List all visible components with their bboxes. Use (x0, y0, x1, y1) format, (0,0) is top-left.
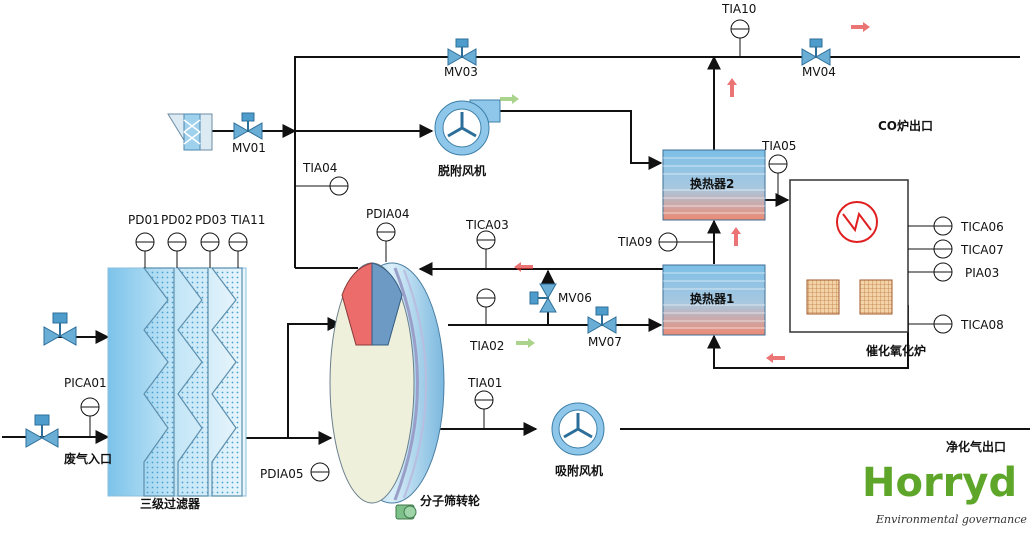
flow-arrow-red (514, 262, 533, 272)
clean-outlet-label: 净化气出口 (946, 439, 1006, 454)
desorb-fan-icon (434, 99, 501, 156)
flow-arrow-red (731, 227, 741, 246)
pdia05-gauge (310, 462, 330, 482)
flow-arrow-red (766, 353, 785, 363)
pica01-label: PICA01 (64, 376, 107, 390)
tia04-label: TIA04 (302, 161, 337, 175)
tica08-label: TICA08 (960, 318, 1004, 332)
wheel-label: 分子筛转轮 (420, 493, 481, 508)
tia01-gauge (474, 390, 494, 429)
catalyst-bed-left (806, 279, 840, 315)
flow-arrow-red (727, 78, 737, 97)
mv03-valve[interactable] (447, 38, 477, 66)
tica03-label: TICA03 (465, 218, 509, 232)
inlet-valve[interactable] (25, 414, 59, 448)
flow-indicators (500, 22, 870, 363)
mv06-label: MV06 (558, 291, 592, 305)
flow-arrow-green (516, 338, 535, 348)
tia11-label: TIA11 (230, 213, 265, 227)
mv07-valve[interactable] (587, 306, 617, 334)
aux-inlet-valve[interactable] (43, 312, 77, 346)
flow-arrow-green (500, 94, 519, 104)
wheel-drive-motor-icon (395, 504, 417, 520)
mv06-valve[interactable] (529, 283, 557, 313)
pd03-label: PD03 (195, 213, 227, 227)
tia05-gauge (768, 154, 788, 200)
catalyst-bed-right (859, 279, 893, 315)
flow-arrow-red (851, 22, 870, 32)
logo-brand: Horryd (862, 460, 1017, 506)
heater-icon (842, 211, 872, 233)
mv01-label: MV01 (232, 141, 266, 155)
catalytic-oxidizer: 催化氧化炉 (789, 179, 926, 358)
logo-tagline: Environmental governance (875, 513, 1027, 526)
desorb-fan-label: 脱附风机 (438, 163, 486, 178)
tica03-gauge (476, 230, 496, 269)
adsorb-fan-icon (551, 402, 605, 456)
molecular-sieve-wheel: 分子筛转轮 (329, 262, 481, 508)
co-outlet-label: CO炉出口 (878, 118, 933, 133)
pd01-label: PD01 (128, 213, 160, 227)
bypass-pipe (294, 56, 1020, 268)
heat-exchanger-1: 换热器1 (662, 264, 766, 336)
tica07-label: TICA07 (960, 243, 1004, 257)
heat-exchanger-2: 换热器2 (662, 149, 766, 221)
fresh-air-filter-icon (167, 113, 213, 151)
mv04-valve[interactable] (801, 38, 831, 66)
tica06-label: TICA06 (960, 220, 1004, 234)
desorb-to-hx2-pipe (500, 110, 663, 170)
pdia04-label: PDIA04 (366, 207, 410, 221)
tia10-label: TIA10 (721, 2, 756, 16)
mv01-valve[interactable] (233, 112, 263, 140)
tia02-gauge (476, 288, 496, 325)
inlet-label: 废气入口 (64, 451, 112, 466)
filter-instruments: PD01 PD02 PD03 TIA11 (128, 213, 265, 268)
pd02-label: PD02 (161, 213, 193, 227)
hx1-label: 换热器1 (690, 291, 734, 306)
furnace-instruments (908, 216, 953, 334)
tia10-gauge (730, 19, 750, 57)
hx2-label: 换热器2 (690, 176, 734, 191)
pica01-gauge (80, 397, 100, 437)
tia09-gauge (658, 232, 714, 252)
adsorb-fan-label: 吸附风机 (555, 463, 603, 478)
mv07-label: MV07 (588, 335, 622, 349)
cooling-branch-pipe (287, 317, 342, 438)
tia01-label: TIA01 (467, 376, 502, 390)
furnace-to-hx1-pipe (707, 305, 909, 369)
tia02-label: TIA02 (469, 339, 504, 353)
filter-label: 三级过滤器 (140, 496, 201, 511)
tia04-gauge (295, 176, 349, 196)
pdia04-gauge (376, 222, 396, 262)
tia09-label: TIA09 (617, 235, 652, 249)
pia03-label: PIA03 (965, 266, 999, 280)
mv04-label: MV04 (802, 65, 836, 79)
furnace-label: 催化氧化炉 (866, 343, 926, 358)
tia05-label: TIA05 (761, 139, 796, 153)
mv03-label: MV03 (444, 65, 478, 79)
three-stage-filter: 三级过滤器 (107, 267, 247, 511)
company-logo: Horryd Environmental governance (862, 460, 1027, 526)
pdia05-label: PDIA05 (260, 467, 304, 481)
